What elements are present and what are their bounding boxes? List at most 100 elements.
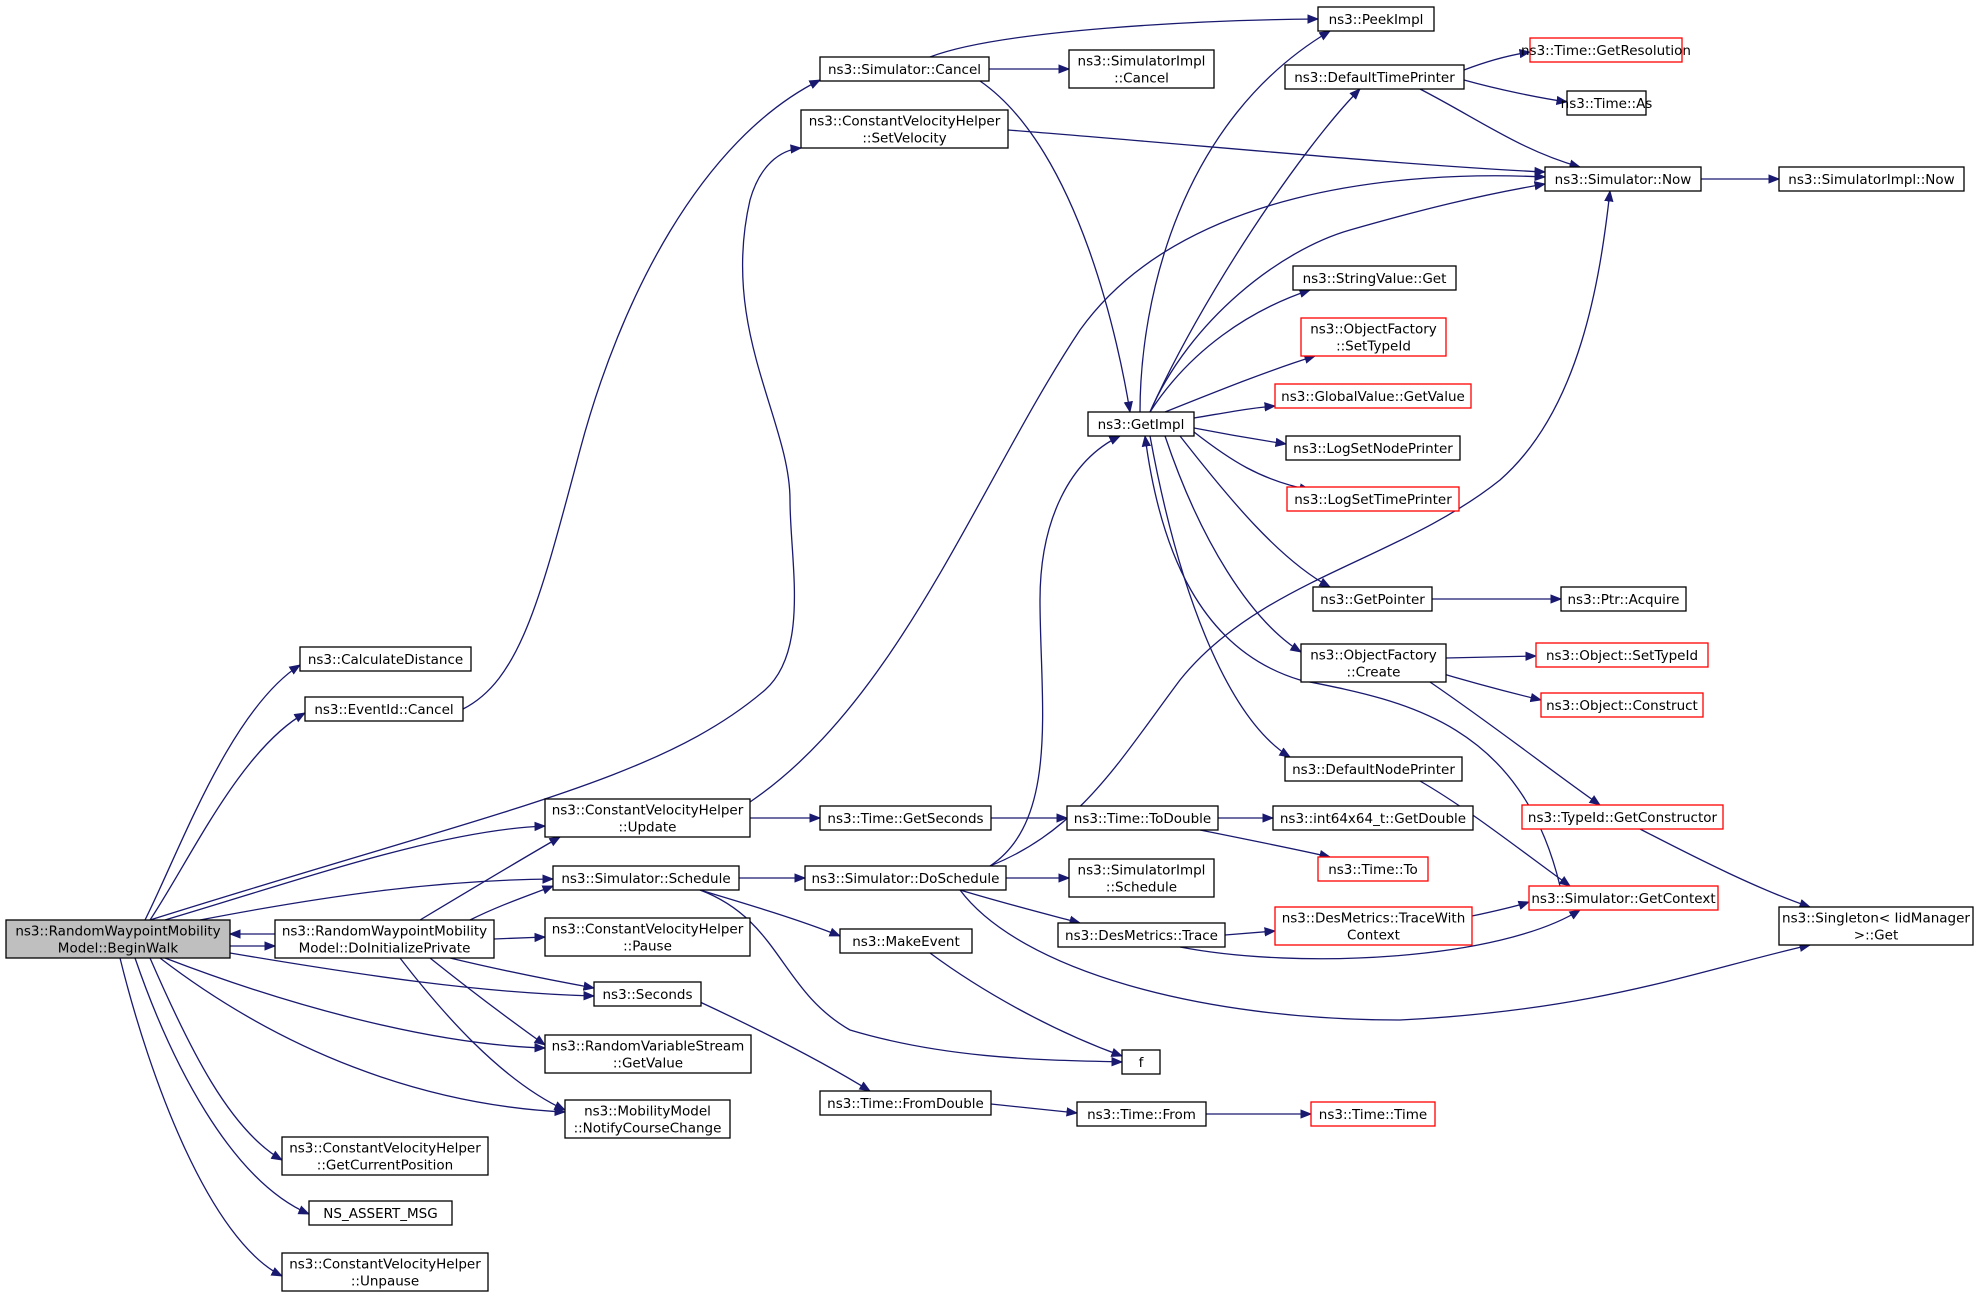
node-nsassert[interactable]: NS_ASSERT_MSG bbox=[308, 1200, 453, 1226]
node-label-cvhupdate-1: ::Update bbox=[619, 820, 677, 836]
node-i64getdouble[interactable]: ns3::int64x64_t::GetDouble bbox=[1272, 805, 1474, 831]
node-getcontext[interactable]: ns3::Simulator::GetContext bbox=[1528, 885, 1719, 911]
node-label-tracewith-0: ns3::DesMetrics::TraceWith bbox=[1282, 911, 1466, 927]
node-makeevent[interactable]: ns3::MakeEvent bbox=[839, 928, 973, 954]
node-label-strget-0: ns3::StringValue::Get bbox=[1303, 271, 1447, 287]
node-box-singleton bbox=[1778, 906, 1974, 946]
edge-ofcreate-to-objsettype bbox=[1445, 651, 1538, 661]
edge-ofcreate-to-objconstruct bbox=[1429, 669, 1543, 703]
edge-doschedule-to-desmtrace bbox=[959, 889, 1082, 925]
node-box-fromdouble bbox=[819, 1090, 992, 1116]
node-simimplnow[interactable]: ns3::SimulatorImpl::Now bbox=[1778, 166, 1965, 192]
node-label-getpointer-0: ns3::GetPointer bbox=[1320, 592, 1425, 608]
node-gvget[interactable]: ns3::GlobalValue::GetValue bbox=[1274, 383, 1472, 409]
node-defnodeprinter[interactable]: ns3::DefaultNodePrinter bbox=[1284, 756, 1463, 782]
node-timeto[interactable]: ns3::Time::To bbox=[1317, 856, 1429, 882]
node-label-notify-0: ns3::MobilityModel bbox=[584, 1104, 711, 1120]
node-calcdist[interactable]: ns3::CalculateDistance bbox=[299, 646, 472, 672]
node-timetime[interactable]: ns3::Time::Time bbox=[1310, 1101, 1436, 1127]
node-box-getseconds bbox=[819, 805, 992, 831]
node-box-rvsget bbox=[544, 1034, 752, 1074]
node-peekimpl[interactable]: ns3::PeekImpl bbox=[1317, 6, 1435, 32]
node-ptracquire[interactable]: ns3::Ptr::Acquire bbox=[1560, 586, 1687, 612]
node-ofsettype[interactable]: ns3::ObjectFactory::SetTypeId bbox=[1300, 317, 1447, 357]
node-getimpl[interactable]: ns3::GetImpl bbox=[1087, 411, 1195, 437]
node-box-getres bbox=[1529, 37, 1683, 63]
node-box-seconds bbox=[593, 981, 702, 1007]
node-getcurpos[interactable]: ns3::ConstantVelocityHelper::GetCurrentP… bbox=[281, 1136, 489, 1176]
node-label-cvhpause-0: ns3::ConstantVelocityHelper bbox=[552, 922, 744, 938]
node-simschedule[interactable]: ns3::Simulator::Schedule bbox=[552, 865, 740, 891]
node-singleton[interactable]: ns3::Singleton< IidManager >::Get bbox=[1778, 906, 1974, 946]
edge-root-to-cvhupdate bbox=[164, 821, 547, 921]
node-getconstructor[interactable]: ns3::TypeId::GetConstructor bbox=[1521, 804, 1724, 830]
node-box-getcurpos bbox=[281, 1136, 489, 1176]
node-label-rvsget-0: ns3::RandomVariableStream bbox=[552, 1039, 745, 1055]
node-objconstruct[interactable]: ns3::Object::Construct bbox=[1540, 692, 1704, 718]
node-label-calcdist-0: ns3::CalculateDistance bbox=[308, 652, 463, 668]
edge-getimpl-to-strget bbox=[1149, 288, 1312, 413]
node-deftimeprinter[interactable]: ns3::DefaultTimePrinter bbox=[1284, 64, 1465, 90]
edge-deftimeprinter-to-simnow bbox=[1419, 88, 1582, 169]
node-simcancel[interactable]: ns3::Simulator::Cancel bbox=[819, 56, 990, 82]
edge-doschedule-to-simnow bbox=[989, 189, 1614, 867]
call-nodes: ns3::RandomWaypointMobilityModel::BeginW… bbox=[5, 6, 1974, 1292]
node-label-simschedule-0: ns3::Simulator::Schedule bbox=[561, 871, 730, 887]
node-setvel[interactable]: ns3::ConstantVelocityHelper::SetVelocity bbox=[800, 109, 1009, 149]
node-cvhupdate[interactable]: ns3::ConstantVelocityHelper::Update bbox=[544, 798, 751, 838]
node-box-i64getdouble bbox=[1272, 805, 1474, 831]
node-objsettype[interactable]: ns3::Object::SetTypeId bbox=[1535, 642, 1709, 668]
node-cvhpause[interactable]: ns3::ConstantVelocityHelper::Pause bbox=[544, 917, 751, 957]
node-box-cvhpause bbox=[544, 917, 751, 957]
node-label-todouble-0: ns3::Time::ToDouble bbox=[1074, 811, 1211, 827]
node-box-desmtrace bbox=[1057, 922, 1226, 948]
edge-root-to-unpause bbox=[119, 957, 284, 1277]
node-label-simimplcancel-0: ns3::SimulatorImpl bbox=[1078, 54, 1206, 70]
node-box-logsettime bbox=[1286, 486, 1460, 512]
node-simimplsched[interactable]: ns3::SimulatorImpl::Schedule bbox=[1068, 858, 1215, 898]
node-label-objconstruct-0: ns3::Object::Construct bbox=[1546, 698, 1698, 714]
node-label-tracewith-1: Context bbox=[1347, 928, 1400, 944]
node-ofcreate[interactable]: ns3::ObjectFactory::Create bbox=[1300, 643, 1447, 683]
node-eventcancel[interactable]: ns3::EventId::Cancel bbox=[304, 696, 464, 722]
node-doinit[interactable]: ns3::RandomWaypointMobilityModel::DoInit… bbox=[274, 919, 495, 959]
node-label-getres-0: ns3::Time::GetResolution bbox=[1521, 43, 1691, 59]
node-seconds[interactable]: ns3::Seconds bbox=[593, 981, 702, 1007]
node-label-timetime-0: ns3::Time::Time bbox=[1319, 1107, 1427, 1123]
node-doschedule[interactable]: ns3::Simulator::DoSchedule bbox=[804, 865, 1007, 891]
node-label-root-1: Model::BeginWalk bbox=[58, 941, 179, 957]
node-box-simschedule bbox=[552, 865, 740, 891]
edge-desmtrace-to-getcontext bbox=[1179, 909, 1581, 960]
node-getres[interactable]: ns3::Time::GetResolution bbox=[1521, 37, 1691, 63]
edge-doinit-to-cvhupdate bbox=[419, 836, 562, 921]
node-desmtrace[interactable]: ns3::DesMetrics::Trace bbox=[1057, 922, 1226, 948]
edge-doschedule-to-singleton bbox=[959, 889, 1812, 1021]
node-label-logsettime-0: ns3::LogSetTimePrinter bbox=[1294, 492, 1452, 508]
node-logsettime[interactable]: ns3::LogSetTimePrinter bbox=[1286, 486, 1460, 512]
node-label-doinit-1: Model::DoInitializePrivate bbox=[299, 941, 471, 957]
node-unpause[interactable]: ns3::ConstantVelocityHelper::Unpause bbox=[281, 1252, 489, 1292]
edge-ofcreate-to-getconstructor bbox=[1429, 681, 1601, 806]
edge-cvhupdate-to-simnow bbox=[749, 171, 1547, 803]
node-f[interactable]: f bbox=[1121, 1049, 1161, 1075]
node-label-timefrom-0: ns3::Time::From bbox=[1087, 1107, 1196, 1123]
node-notify[interactable]: ns3::MobilityModel::NotifyCourseChange bbox=[564, 1099, 731, 1139]
node-strget[interactable]: ns3::StringValue::Get bbox=[1292, 265, 1457, 291]
edge-getcontext-to-getimpl bbox=[1141, 434, 1561, 887]
edge-setvel-to-simnow bbox=[1007, 129, 1547, 177]
node-timefrom[interactable]: ns3::Time::From bbox=[1076, 1101, 1207, 1127]
node-rvsget[interactable]: ns3::RandomVariableStream::GetValue bbox=[544, 1034, 752, 1074]
node-box-ofcreate bbox=[1300, 643, 1447, 683]
node-box-doinit bbox=[274, 919, 495, 959]
node-logsetnode[interactable]: ns3::LogSetNodePrinter bbox=[1285, 435, 1461, 461]
node-getseconds[interactable]: ns3::Time::GetSeconds bbox=[819, 805, 992, 831]
edge-seconds-to-fromdouble bbox=[699, 1001, 871, 1092]
node-timeas[interactable]: ns3::Time::As bbox=[1561, 90, 1653, 116]
node-simimplcancel[interactable]: ns3::SimulatorImpl::Cancel bbox=[1068, 49, 1215, 89]
node-label-doschedule-0: ns3::Simulator::DoSchedule bbox=[812, 871, 1000, 887]
node-fromdouble[interactable]: ns3::Time::FromDouble bbox=[819, 1090, 992, 1116]
node-simnow[interactable]: ns3::Simulator::Now bbox=[1544, 166, 1702, 192]
node-getpointer[interactable]: ns3::GetPointer bbox=[1312, 586, 1433, 612]
node-todouble[interactable]: ns3::Time::ToDouble bbox=[1066, 805, 1219, 831]
